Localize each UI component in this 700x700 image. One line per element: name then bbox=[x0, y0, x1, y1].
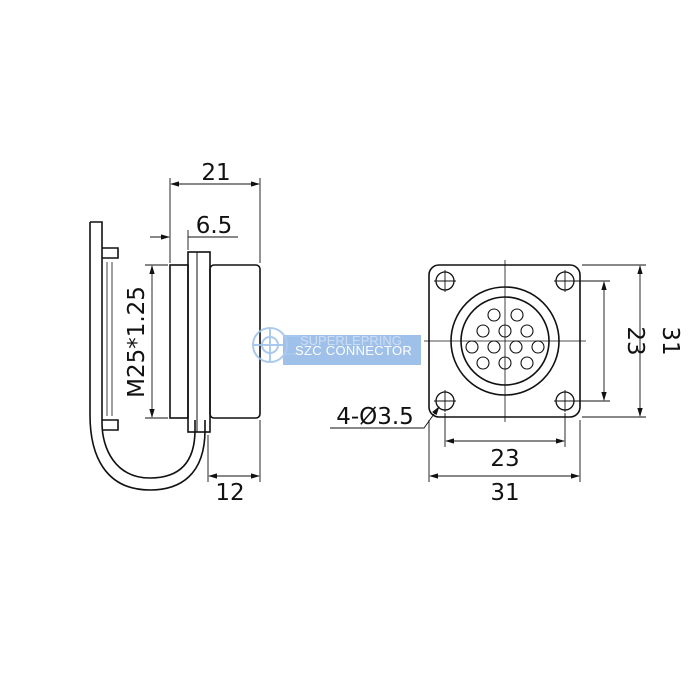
mounting-hole-top-left bbox=[434, 270, 456, 292]
dim-label-hole-callout: 4-Ø3.5 bbox=[336, 404, 414, 430]
pin bbox=[476, 356, 490, 370]
pin bbox=[476, 324, 490, 338]
coupling-ring bbox=[450, 286, 560, 396]
dim-label-21: 21 bbox=[201, 160, 230, 186]
pin bbox=[487, 308, 501, 322]
watermark-label: SZC CONNECTOR bbox=[295, 343, 412, 358]
contact-pins bbox=[465, 308, 545, 370]
insert-face bbox=[460, 296, 550, 386]
watermark-banner bbox=[283, 335, 421, 365]
dim-label-6-5: 6.5 bbox=[196, 213, 233, 239]
pin bbox=[509, 340, 523, 354]
pin bbox=[465, 340, 479, 354]
side-view bbox=[89, 178, 261, 491]
watermark: SUPERLEPRING SZC CONNECTOR bbox=[252, 327, 421, 365]
front-view-labels: 4-Ø3.5 23 31 23 31 bbox=[336, 326, 683, 506]
dim-label-12: 12 bbox=[215, 480, 244, 506]
dim-label-height-31: 31 bbox=[657, 326, 683, 355]
cap-knob-top bbox=[102, 247, 119, 259]
pin bbox=[520, 324, 534, 338]
watermark-faint-text: SUPERLEPRING bbox=[300, 333, 402, 348]
dim-label-width-31: 31 bbox=[490, 480, 519, 506]
dim-label-thread: M25*1.25 bbox=[124, 286, 150, 398]
cap-knob-bottom bbox=[102, 419, 119, 431]
dim-label-hole-spacing-h: 23 bbox=[490, 446, 519, 472]
mounting-hole-bottom-right bbox=[554, 390, 576, 412]
flange bbox=[187, 251, 211, 433]
dust-cap-arm-inner bbox=[101, 253, 196, 479]
thread-section bbox=[169, 264, 189, 419]
pin bbox=[487, 340, 501, 354]
dust-cap-arm bbox=[89, 222, 206, 491]
mounting-hole-bottom-left bbox=[434, 390, 456, 412]
pin bbox=[510, 308, 524, 322]
mounting-holes bbox=[434, 270, 576, 412]
hole-callout-leader bbox=[330, 406, 440, 429]
dim-label-hole-spacing-v: 23 bbox=[622, 326, 648, 355]
connector-body bbox=[209, 264, 261, 419]
gear-circuit-icon bbox=[252, 327, 300, 363]
front-view bbox=[330, 260, 646, 482]
side-view-labels: 21 6.5 M25*1.25 12 bbox=[124, 160, 245, 506]
pin bbox=[498, 324, 512, 338]
pin bbox=[520, 356, 534, 370]
mounting-hole-top-right bbox=[554, 270, 576, 292]
pin bbox=[498, 356, 512, 370]
pin bbox=[531, 340, 545, 354]
